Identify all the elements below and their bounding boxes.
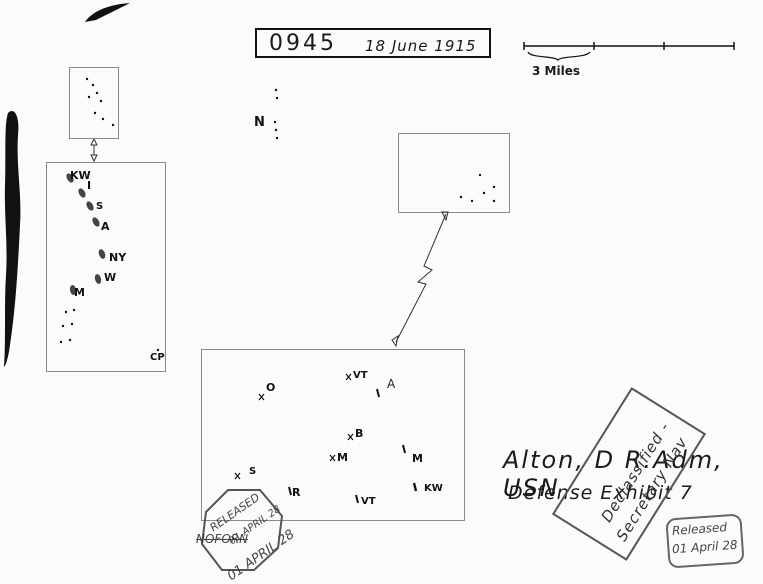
coastline-top bbox=[85, 3, 130, 22]
hex-stamp-struck: NOFORN bbox=[196, 532, 249, 546]
mini-inset-top bbox=[69, 67, 119, 139]
ship-label-i: I bbox=[87, 179, 92, 192]
left-inset-ships bbox=[59, 173, 160, 352]
ship-label-kw: KW bbox=[70, 169, 91, 182]
signature-line: Alton, D R.Adm, USN bbox=[503, 446, 724, 502]
main-label-vt-bottom: VT bbox=[361, 496, 376, 507]
ship-label-a: A bbox=[101, 220, 110, 233]
ship-label-w: W bbox=[104, 271, 117, 284]
main-label-vt-top: VT bbox=[353, 370, 368, 381]
date-label: 18 June 1915 bbox=[365, 37, 477, 55]
ship-label-m: M bbox=[74, 286, 85, 299]
hex-stamp bbox=[200, 489, 284, 571]
title-box: 0945 18 June 1915 bbox=[255, 28, 491, 58]
time-label: 0945 bbox=[269, 31, 337, 56]
main-plot-box bbox=[201, 349, 465, 521]
main-overlay-a: A bbox=[387, 377, 396, 391]
main-label-r: R bbox=[292, 486, 301, 499]
main-label-m-left: M bbox=[337, 451, 348, 464]
left-inset bbox=[46, 162, 166, 372]
zigzag-connector bbox=[391, 211, 449, 348]
main-label-kw: KW bbox=[424, 483, 443, 494]
ship-label-cp: CP bbox=[150, 352, 165, 363]
main-label-m-right: M bbox=[412, 452, 423, 465]
main-label-b: B bbox=[355, 427, 364, 440]
north-dots bbox=[273, 88, 279, 140]
exhibit-line: Defense Exhibit 7 bbox=[508, 482, 693, 504]
ship-label-s: S bbox=[96, 201, 104, 212]
main-label-s: S bbox=[249, 466, 257, 477]
scale-label: 3 Miles bbox=[532, 64, 580, 78]
main-label-o: O bbox=[266, 381, 276, 394]
right-inset-dots bbox=[459, 173, 496, 203]
ship-label-ny: NY bbox=[109, 251, 127, 264]
north-label: N bbox=[254, 115, 265, 130]
scale-bar bbox=[523, 42, 735, 62]
right-inset bbox=[398, 133, 510, 213]
mini-connector bbox=[90, 138, 98, 163]
mini-inset-dots bbox=[85, 77, 115, 127]
coastline-left bbox=[4, 111, 21, 367]
main-plot-marks bbox=[234, 373, 418, 504]
